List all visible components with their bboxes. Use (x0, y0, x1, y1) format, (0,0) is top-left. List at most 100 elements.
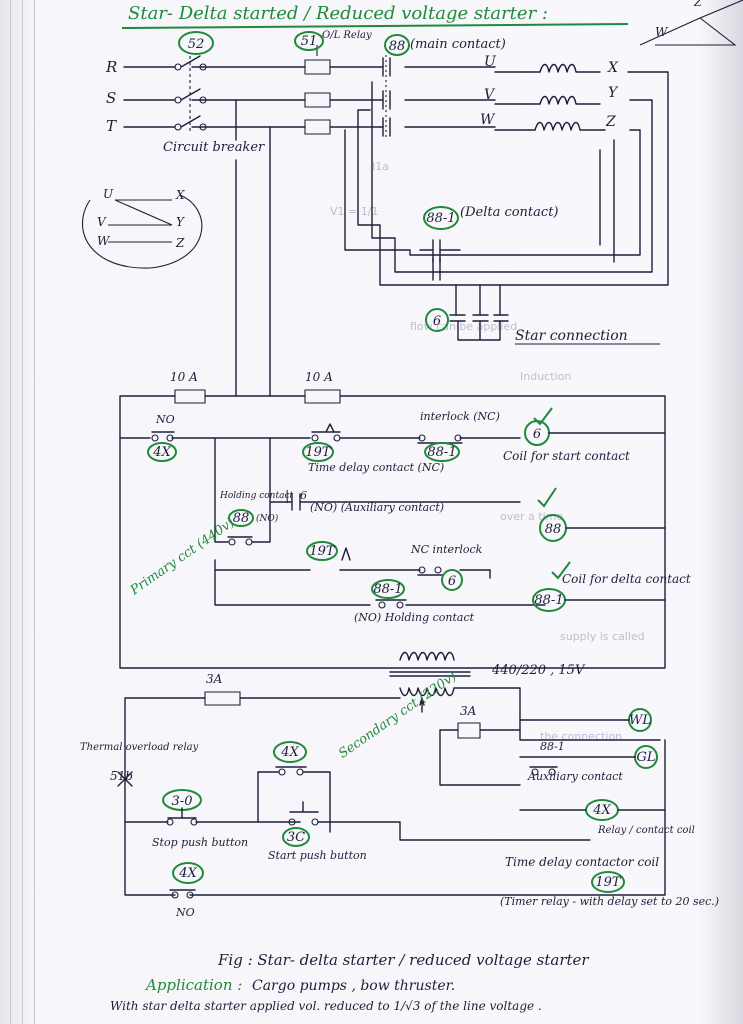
svg-text:supply is called: supply is called (560, 630, 645, 643)
delta-label: (Delta contact) (460, 205, 558, 220)
holding-contact-label: Holding contact (219, 491, 293, 501)
terminal-z: Z (605, 114, 616, 130)
circuit-breaker-switches (174, 55, 207, 132)
ol-relay-tag: 51 (301, 34, 318, 49)
winding-sketch: U V W X Y Z (81, 187, 203, 269)
start-coil-label: Coil for start contact (503, 449, 630, 463)
application-heading: Application : (144, 976, 242, 994)
delta-contacts (419, 239, 461, 281)
primary-circuit: 10 A 10 A NO 4X 19T Time delay contact (… (119, 370, 691, 669)
phase-r: R (105, 58, 117, 76)
breaker-tag: 52 (188, 37, 205, 52)
svg-text:I1a: I1a (372, 160, 389, 173)
tag-88-holding: 88 (233, 511, 250, 526)
svg-text:4X: 4X (178, 866, 197, 881)
main-contact-tag: 88 (389, 39, 406, 54)
tag-88-1-circle (423, 206, 459, 230)
tag-88-circle (384, 34, 410, 56)
svg-text:Y: Y (176, 215, 185, 229)
svg-text:|: | (285, 489, 289, 504)
motor-windings (494, 63, 606, 131)
fuse-label-secondary: 3A (206, 672, 223, 686)
secondary-circuit-label: Secondary cct (220v) (336, 669, 459, 762)
svg-text:over a time: over a time (500, 510, 563, 523)
phase-t: T (106, 117, 117, 135)
terminal-x: X (607, 60, 619, 76)
svg-text:88-1: 88-1 (540, 740, 565, 753)
svg-text:6: 6 (448, 574, 456, 589)
delta-coil-label: Coil for delta contact (562, 572, 691, 586)
svg-text:19T: 19T (595, 875, 622, 890)
tag-19t: 19T (305, 445, 332, 460)
thermal-relay-label: Thermal overload relay (80, 742, 199, 753)
relay-coil-label: Relay / contact coil (597, 825, 695, 836)
stop-button-label: Stop push button (152, 836, 248, 849)
primary-circuit-label: Primary cct (440v) (127, 515, 237, 598)
svg-text:NO: NO (175, 906, 195, 919)
tag-52-circle (178, 31, 214, 55)
terminal-w: W (480, 112, 496, 128)
page-edge (34, 0, 35, 1024)
power-circuit: R S T 52 Circuit breaker 51 O/L Relay (81, 30, 669, 345)
fuse-label-left: 10 A (170, 370, 198, 384)
application-text: Cargo pumps , bow thruster. (252, 978, 455, 994)
svg-text:3A: 3A (460, 704, 477, 718)
fuse-label-right: 10 A (305, 370, 333, 384)
svg-text:Z: Z (175, 236, 185, 250)
control-feed-wires (235, 99, 271, 397)
star-contacts (449, 284, 509, 341)
svg-text:flow can be applied: flow can be applied (410, 320, 517, 333)
secondary-circuit: 3A 3A Secondary cct (220v) WL GL 88-1 Au… (80, 669, 719, 919)
svg-text:Z: Z (693, 0, 702, 9)
star-tag: 6 (433, 314, 441, 329)
page-edge (22, 0, 23, 1024)
breaker-label: Circuit breaker (163, 140, 265, 155)
nc-interlock-label: NC interlock (410, 543, 483, 556)
lamp-gl: GL (636, 750, 655, 765)
svg-text:88: 88 (545, 522, 562, 537)
start-button-tag: 3C (287, 830, 305, 845)
svg-text:X: X (175, 188, 185, 202)
lamp-wl: WL (629, 713, 651, 728)
aux-contact-label: (NO) (Auxiliary contact) (310, 501, 444, 514)
svg-text:(NO): (NO) (256, 513, 279, 524)
tag-6-circle (425, 308, 449, 332)
title-underline (121, 23, 629, 29)
terminal-y: Y (608, 85, 619, 101)
terminal-v: V (484, 87, 496, 103)
svg-text:W: W (97, 234, 111, 248)
svg-text:Induction: Induction (520, 370, 571, 383)
title: Star- Delta started / Reduced voltage st… (128, 3, 548, 24)
delta-tag: 88-1 (426, 211, 455, 226)
terminal-u: U (484, 54, 497, 70)
start-button-label: Start push button (268, 849, 367, 862)
application-note: With star delta starter applied vol. red… (110, 999, 542, 1013)
svg-text:4X: 4X (592, 803, 611, 818)
transformer: 440/220 , 15V (389, 651, 586, 713)
svg-text:W: W (655, 25, 669, 39)
svg-text:U: U (103, 187, 114, 201)
phase-s: S (106, 89, 116, 107)
timer-contact-label: Time delay contact (NC) (308, 461, 444, 474)
svg-text:6: 6 (533, 427, 541, 442)
aux-contact-tag: 6 (300, 489, 307, 502)
aux-contact-secondary-label: Auxiliary contact (527, 770, 623, 783)
svg-text:V1 = 1/1: V1 = 1/1 (330, 205, 378, 218)
timer-coil-label: Time delay contactor coil (505, 855, 659, 869)
timer-note: (Timer relay - with delay set to 20 sec.… (500, 895, 719, 908)
overload-relay-elements (304, 45, 331, 135)
transformer-label: 440/220 , 15V (491, 663, 586, 678)
tag-51-circle (294, 31, 324, 51)
check-mark (533, 407, 553, 426)
main-contact-label: (main contact) (410, 37, 506, 52)
svg-text:88-1: 88-1 (373, 582, 402, 597)
star-label: Star connection (515, 328, 628, 344)
main-contacts (382, 55, 391, 140)
delta-holding-label: (NO) Holding contact (354, 611, 475, 624)
svg-text:V: V (97, 215, 107, 229)
interlock-nc-label: interlock (NC) (420, 410, 500, 423)
svg-text:4X: 4X (280, 745, 299, 760)
page-edge (10, 0, 11, 1024)
